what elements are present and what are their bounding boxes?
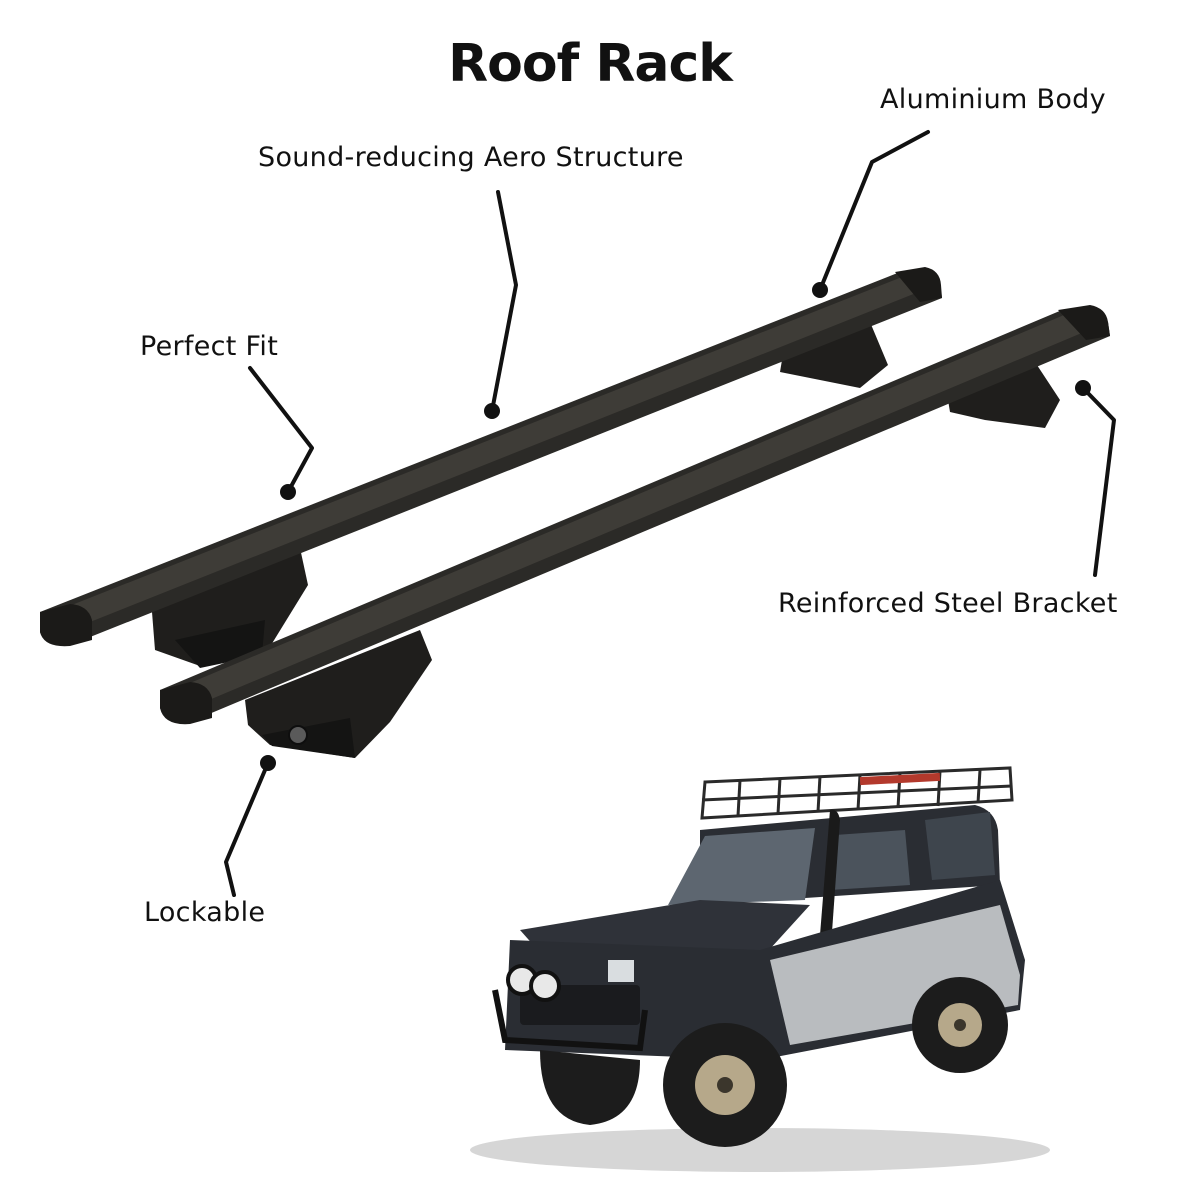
label-aluminium-body: Aluminium Body	[880, 84, 1106, 115]
front-bar-far-foot	[948, 362, 1060, 428]
callout-line-aero	[490, 190, 518, 413]
callout-dot-fit	[280, 484, 296, 500]
label-lockable: Lockable	[144, 897, 266, 928]
vehicle-illustration	[470, 766, 1050, 1172]
label-steel-bracket: Reinforced Steel Bracket	[778, 588, 1118, 619]
callout-line-aluminium	[818, 130, 930, 292]
callout-line-steel	[1081, 386, 1116, 577]
vehicle-side-window	[830, 830, 910, 890]
front-wheel	[663, 1023, 787, 1147]
vehicle-windshield	[668, 828, 815, 905]
callout-line-lock	[224, 761, 270, 897]
callout-dot-lock	[260, 755, 276, 771]
rear-bar-far-foot	[780, 322, 888, 388]
spare-wheel	[540, 1050, 640, 1125]
rear-crossbar	[40, 267, 942, 668]
callout-dot-steel	[1075, 380, 1091, 396]
callout-lines	[224, 130, 1116, 897]
page-title: Roof Rack	[448, 34, 733, 94]
front-bar-near-foot	[245, 630, 432, 758]
callout-dot-aero	[484, 403, 500, 419]
snorkel	[818, 809, 840, 960]
lock-cylinder-icon	[288, 725, 308, 745]
callout-dots	[260, 282, 1091, 771]
label-perfect-fit: Perfect Fit	[140, 331, 279, 362]
front-crossbar	[160, 305, 1110, 758]
callout-dot-aluminium	[812, 282, 828, 298]
label-aero-structure: Sound-reducing Aero Structure	[258, 142, 684, 173]
rear-wheel	[912, 977, 1008, 1073]
callout-line-fit	[248, 366, 314, 494]
